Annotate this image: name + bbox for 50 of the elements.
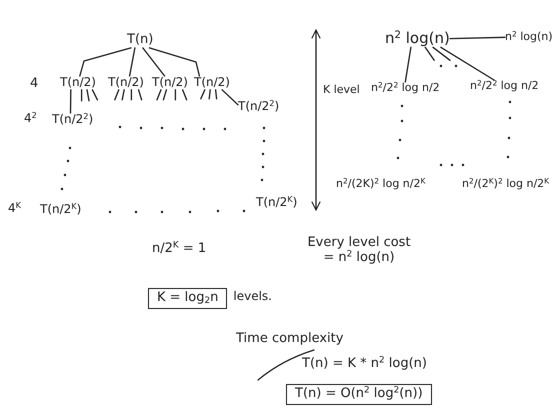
branch-line [221,89,239,106]
branch-line [182,89,188,100]
unit-label: levels. [233,290,272,304]
branch-line [208,89,211,100]
level-multiplier: 4$^{K}$ [8,202,21,216]
branch-line [79,47,132,77]
dimension-label: K level [323,84,360,97]
branch-line [130,89,132,100]
recurrence-term: T(n) [127,33,154,48]
branch-line [138,89,142,100]
recurrence-term: T(n/2) [108,76,144,90]
equation: T(n) = K * n$^{2}$ log(n) [302,357,427,372]
recurrence-term: T(n/2) [152,76,188,90]
connector-line [449,36,506,40]
branch-line [156,89,162,100]
cost-term: n$^{2}$/(2$^{K}$)$^{2}$ log n/2$^{K}$ [462,178,550,191]
recurrence-term: T(n/2$^{K}$) [40,203,82,217]
level-multiplier: 4$^{2}$ [24,112,37,126]
branch-line [404,46,412,83]
cost-term: n$^{2}$/(2K)$^{2}$ log n/2$^{K}$ [336,178,426,191]
cost-term: n$^{2}$/2$^{2}$ log n/2 [371,82,440,95]
branch-line [70,89,72,114]
branch-line [162,89,168,100]
recurrence-term: T(n/2$^{2}$) [238,100,280,114]
recurrence-term: T(n/2) [60,76,96,90]
recurrence-term: T(n/2) [194,76,230,90]
level-cost-note: Every level cost = n$^{2}$ log(n) [306,236,412,266]
branch-line [174,89,176,100]
branch-line [92,89,98,100]
branch-line [86,89,90,102]
recurrence-term: T(n/2$^{K}$) [256,196,298,210]
base-case-equation: n/2$^{K}$ = 1 [152,242,206,257]
branch-line [148,47,200,77]
branch-line [440,46,495,81]
branch-line [424,46,435,61]
cost-term: n$^{2}$ log(n) [505,31,553,44]
branch-line [122,89,125,100]
level-multiplier: 4 [30,77,38,92]
result-box: T(n) = O(n$^{2}$ log$^{2}$(n)) [286,384,432,405]
branch-line [128,47,136,77]
branch-line [432,46,451,61]
branch-line [214,89,218,100]
cost-term: n$^{2}$ log(n) [385,30,450,48]
branch-line [200,89,206,100]
formula-box: K = log$_{2}$n [148,288,228,309]
branch-line [142,47,166,77]
branch-line [114,89,120,100]
heading: Time complexity [236,332,344,347]
branch-line [80,89,82,102]
recurrence-term: T(n/2$^{2}$) [52,113,94,127]
